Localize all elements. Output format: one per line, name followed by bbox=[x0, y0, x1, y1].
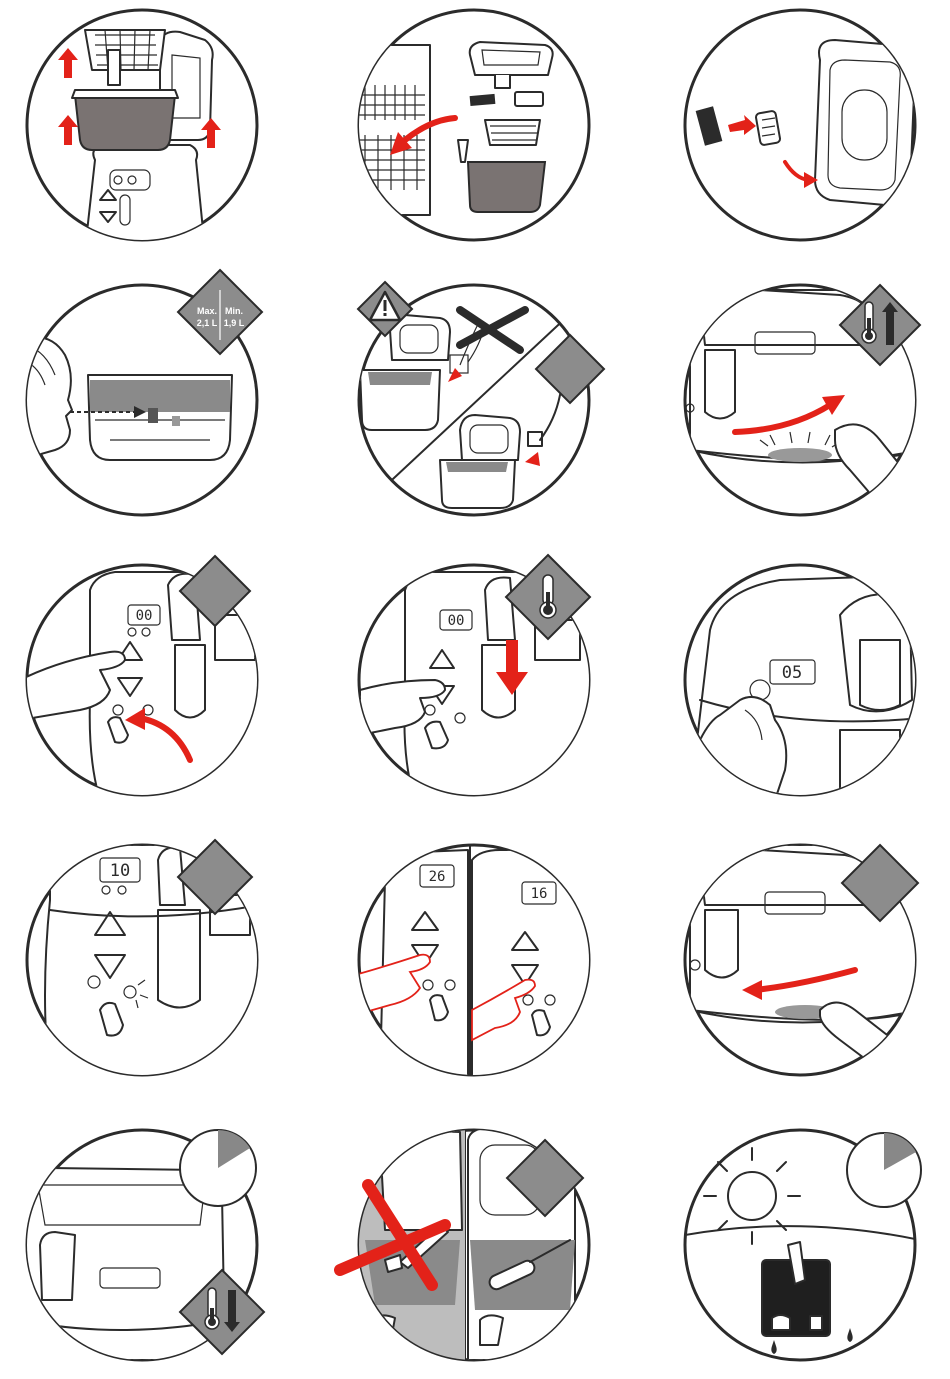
step-3-insert-filter-in-lid bbox=[685, 10, 915, 240]
step-2-dishwasher-parts bbox=[350, 10, 589, 240]
step-12-switch-off bbox=[685, 845, 920, 1075]
step-4-oil-level-check: Max. 2,1 L Min. 1,9 L bbox=[20, 270, 262, 515]
timer-display-10: 10 bbox=[110, 861, 130, 881]
step-9-press-timer: 05 bbox=[685, 565, 920, 800]
step-5-plug-in-cord bbox=[358, 282, 604, 515]
svg-text:26: 26 bbox=[429, 869, 446, 885]
min-label: Min. bbox=[225, 306, 243, 316]
step-1-remove-basket-and-bowl bbox=[27, 10, 257, 250]
clock-icon bbox=[847, 1133, 921, 1207]
step-14-clean-no-metal-utensils bbox=[340, 1128, 589, 1360]
timer-display: 05 bbox=[782, 663, 802, 683]
step-6-switch-on-heat-up bbox=[685, 285, 920, 515]
svg-text:16: 16 bbox=[531, 886, 548, 902]
clock-icon bbox=[180, 1130, 256, 1206]
step-11-adjust-timer: 26 16 bbox=[355, 845, 590, 1078]
step-13-cool-down bbox=[20, 1130, 264, 1360]
max-value: 2,1 L bbox=[197, 318, 218, 328]
step-7-set-temperature-down: 00 bbox=[20, 556, 260, 800]
svg-text:00: 00 bbox=[136, 608, 153, 624]
min-value: 1,9 L bbox=[224, 318, 245, 328]
step-10-timer-display: 10 bbox=[27, 840, 260, 1080]
step-8-lower-basket: 00 bbox=[359, 555, 590, 800]
step-15-dry-filter bbox=[685, 1130, 921, 1360]
svg-text:00: 00 bbox=[448, 613, 465, 629]
max-label: Max. bbox=[197, 306, 217, 316]
